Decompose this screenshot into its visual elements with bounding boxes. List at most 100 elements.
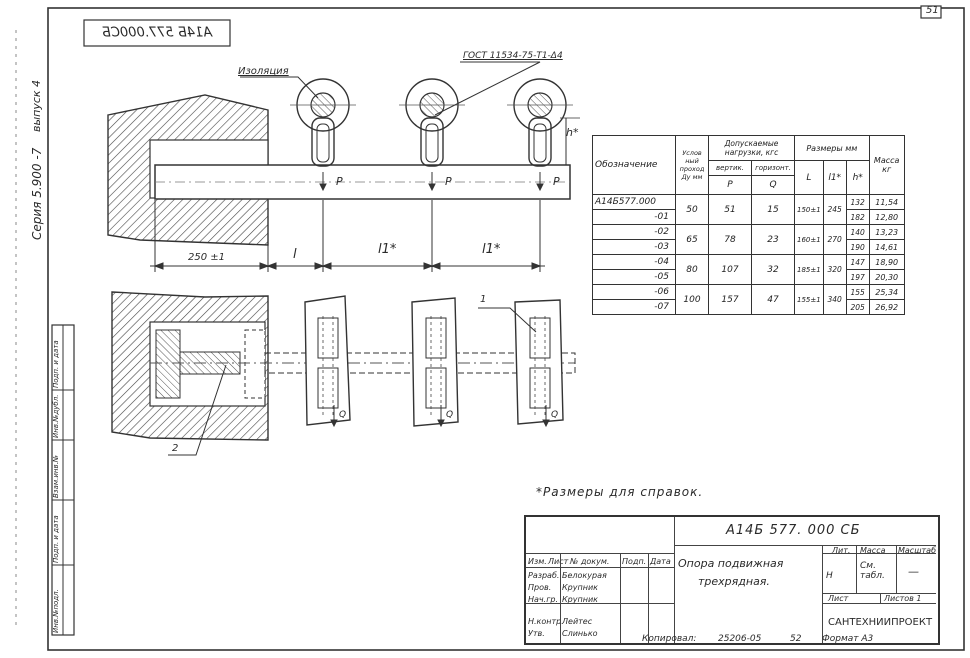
org-name: САНТЕХНИИПРОЕКТ (828, 617, 933, 628)
h-scale: Масштаб (898, 546, 937, 555)
footnote: *Размеры для справок. (536, 485, 704, 499)
cell-p: 51 (708, 194, 752, 225)
top-stamp-box (83, 19, 231, 47)
dim-h: h* (566, 126, 579, 139)
th-dn: Услов ный проход Ду мм (675, 135, 709, 195)
side-issue: выпуск 4 (30, 79, 43, 132)
plan-clamp-3 (514, 299, 564, 425)
cell-mass: 18,90 (868, 254, 905, 270)
sheet-label: Лист (828, 594, 849, 603)
r-razrab-name: Белокурая (562, 571, 607, 580)
label-weld: ГОСТ 11534-75-Т1-Δ4 (463, 51, 563, 61)
lit-value: Н (826, 571, 833, 581)
cell-l: 150±1 (794, 194, 824, 225)
r-nkontr-name: Лейтес (562, 617, 593, 626)
th-l1: l1* (822, 160, 847, 195)
side-label-2: Взам.инв.№ (52, 454, 60, 498)
cell-mass: 13,23 (868, 224, 905, 240)
r-prov: Пров. (528, 583, 552, 592)
r-nkontr: Н.контр. (528, 617, 564, 626)
th-l: L (794, 160, 824, 195)
load-p-1: P (336, 175, 343, 188)
dim-l: l (293, 247, 297, 262)
doc-name-2: трехрядная. (698, 575, 770, 588)
cell-mass: 26,92 (868, 299, 905, 315)
cell-dn: 65 (675, 224, 709, 255)
clamp-2 (399, 78, 465, 167)
cell-h: 147 (845, 254, 870, 270)
row-des: -06 (592, 284, 676, 300)
r-razrab: Разраб. (528, 571, 560, 580)
cell-dn: 80 (675, 254, 709, 285)
th-mass: Масса кг (868, 135, 905, 195)
th-q: Q (751, 175, 795, 195)
h-podp: Подп. (622, 557, 647, 566)
cell-l1: 245 (822, 194, 847, 225)
cell-h: 205 (845, 299, 870, 315)
cell-q: 32 (751, 254, 795, 285)
doc-code: А14Б 577. 000 СБ (726, 523, 861, 538)
row-des: -07 (592, 299, 676, 315)
q-mark-1: Q (339, 410, 347, 420)
cell-mass: 14,61 (868, 239, 905, 255)
cell-q: 15 (751, 194, 795, 225)
cell-h: 197 (845, 269, 870, 285)
q-mark-3: Q (551, 410, 559, 420)
side-label-4: Инв.№подл. (52, 589, 60, 633)
cell-h: 182 (845, 209, 870, 225)
side-label-3: Подп. и дата (52, 515, 60, 563)
plan-clamp-2 (411, 297, 459, 427)
h-mass: Масса (860, 546, 886, 555)
format-label: Формат А3 (822, 634, 874, 644)
load-arrows (319, 172, 544, 192)
cell-q: 23 (751, 224, 795, 255)
clamp-1 (290, 78, 356, 167)
q-mark-2: Q (446, 410, 454, 420)
th-vert: вертик. (708, 160, 752, 176)
clamp-3 (507, 78, 573, 167)
cell-l: 160±1 (794, 224, 824, 255)
doc-name-1: Опора подвижная (678, 557, 784, 570)
top-code-mirrored: А14Б 577.000СБ (102, 26, 213, 41)
h-ndoc: № докум. (570, 557, 610, 566)
h-list: Лист (548, 557, 569, 566)
cell-l1: 270 (822, 224, 847, 255)
th-p: P (708, 175, 752, 195)
cell-mass: 20,30 (868, 269, 905, 285)
r-nach-name: Крупник (562, 595, 598, 604)
cell-mass: 11,54 (868, 194, 905, 210)
plan-clamp-1 (304, 295, 351, 426)
row-des: -05 (592, 269, 676, 285)
cell-p: 107 (708, 254, 752, 285)
order-number: 25206-05 (718, 634, 762, 644)
cell-p: 78 (708, 224, 752, 255)
dim-l1-b: l1* (482, 242, 501, 257)
side-label-1: Инв.№дубл. (52, 394, 60, 438)
scale-value: — (908, 565, 919, 578)
cell-h: 132 (845, 194, 870, 210)
th-h: h* (845, 160, 870, 195)
th-loads: Допускаемые нагрузки, кгс (708, 135, 795, 161)
cell-l1: 340 (822, 284, 847, 315)
cell-mass: 12,80 (868, 209, 905, 225)
spec-table: Обозначение Услов ный проход Ду мм Допус… (592, 135, 905, 315)
row-des: -01 (592, 209, 676, 225)
row-des: А14Б577.000 (592, 194, 676, 210)
r-utv-name: Слинько (562, 629, 598, 638)
pos-1: 1 (480, 294, 487, 305)
page-number: 51 (926, 5, 939, 16)
r-prov-name: Крупник (562, 583, 598, 592)
cell-l: 155±1 (794, 284, 824, 315)
h-data: Дата (650, 557, 671, 566)
cell-mass: 25,34 (868, 284, 905, 300)
row-des: -03 (592, 239, 676, 255)
th-designation: Обозначение (592, 135, 676, 195)
pos-2: 2 (172, 443, 179, 454)
row-des: -02 (592, 224, 676, 240)
cell-dn: 50 (675, 194, 709, 225)
h-lit: Лит. (832, 546, 851, 555)
h-izm: Изм. (528, 557, 547, 566)
r-nach: Нач.гр. (528, 595, 559, 604)
cell-p: 157 (708, 284, 752, 315)
